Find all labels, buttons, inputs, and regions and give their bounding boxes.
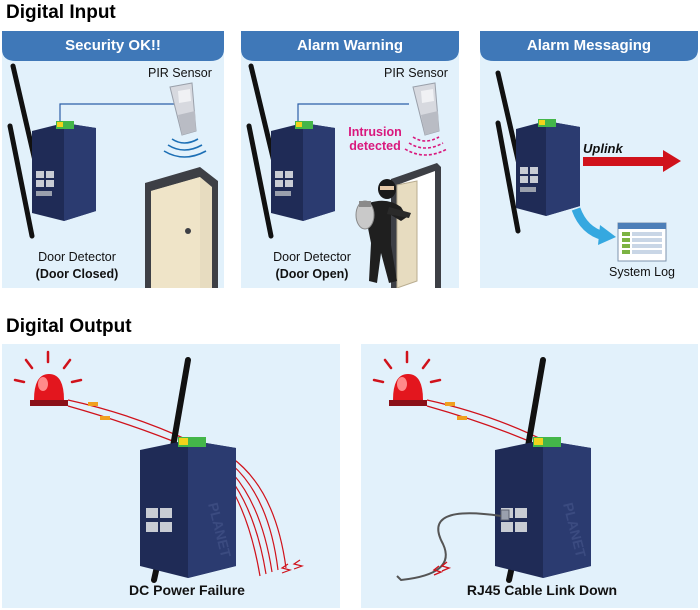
alarm-beacon-icon (13, 350, 83, 406)
industrial-switch-icon (495, 437, 591, 578)
panel-alarm-messaging: Alarm Messaging (480, 31, 698, 288)
door-detector-label: Door Detector (273, 250, 351, 264)
alarm-messaging-illustration (495, 70, 681, 262)
door-closed-icon (145, 167, 218, 288)
alarm-warning-illustration (246, 63, 448, 288)
tab-alarm-warning: Alarm Warning (241, 31, 459, 61)
pir-sensor-icon (412, 82, 440, 136)
door-detector-label: Door Detector (38, 250, 116, 264)
rj45-cable-icon (396, 509, 510, 582)
curved-arrow-icon (571, 207, 616, 245)
industrial-switch-icon (271, 121, 335, 221)
dc-power-failure-illustration: PLANET (13, 350, 305, 583)
panel-alarm-warning: Alarm Warning (241, 31, 459, 288)
dc-power-failure-caption: DC Power Failure (129, 582, 245, 598)
system-log-label: System Log (608, 265, 675, 279)
panel-rj45-link-down: PLANET RJ45 Cable Link Down (361, 344, 698, 608)
industrial-switch-icon (32, 121, 96, 221)
uplink-label: Uplink (583, 141, 623, 156)
tab-security-ok: Security OK!! (2, 31, 224, 61)
security-ok-illustration (7, 63, 218, 288)
industrial-switch-icon (516, 119, 580, 216)
digital-input-heading: Digital Input (6, 2, 116, 23)
uplink-arrow-icon (583, 150, 681, 172)
tab-alarm-messaging: Alarm Messaging (480, 31, 698, 61)
door-open-icon (391, 163, 441, 288)
intrusion-detected-label: Intrusion detected (348, 125, 402, 153)
pir-sensor-label: PIR Sensor (148, 66, 212, 80)
broken-link-icon (432, 561, 452, 576)
signal-waves-icon (163, 138, 207, 158)
digital-output-heading: Digital Output (6, 316, 132, 337)
door-state-label: (Door Closed) (35, 267, 119, 281)
pir-sensor-icon (169, 82, 197, 136)
alarm-beacon-icon (372, 350, 442, 406)
rj45-link-down-illustration: PLANET (372, 350, 591, 583)
intruder-icon (355, 179, 411, 283)
system-log-icon (617, 222, 667, 262)
pir-sensor-label: PIR Sensor (384, 66, 448, 80)
door-state-label: (Door Open) (275, 267, 349, 281)
alert-waves-icon (404, 136, 448, 156)
panel-dc-power-failure: PLANET DC Power Failure (2, 344, 340, 608)
panel-security-ok: Security OK!! (2, 31, 224, 288)
rj45-link-down-caption: RJ45 Cable Link Down (466, 582, 618, 598)
industrial-switch-icon (140, 437, 236, 578)
